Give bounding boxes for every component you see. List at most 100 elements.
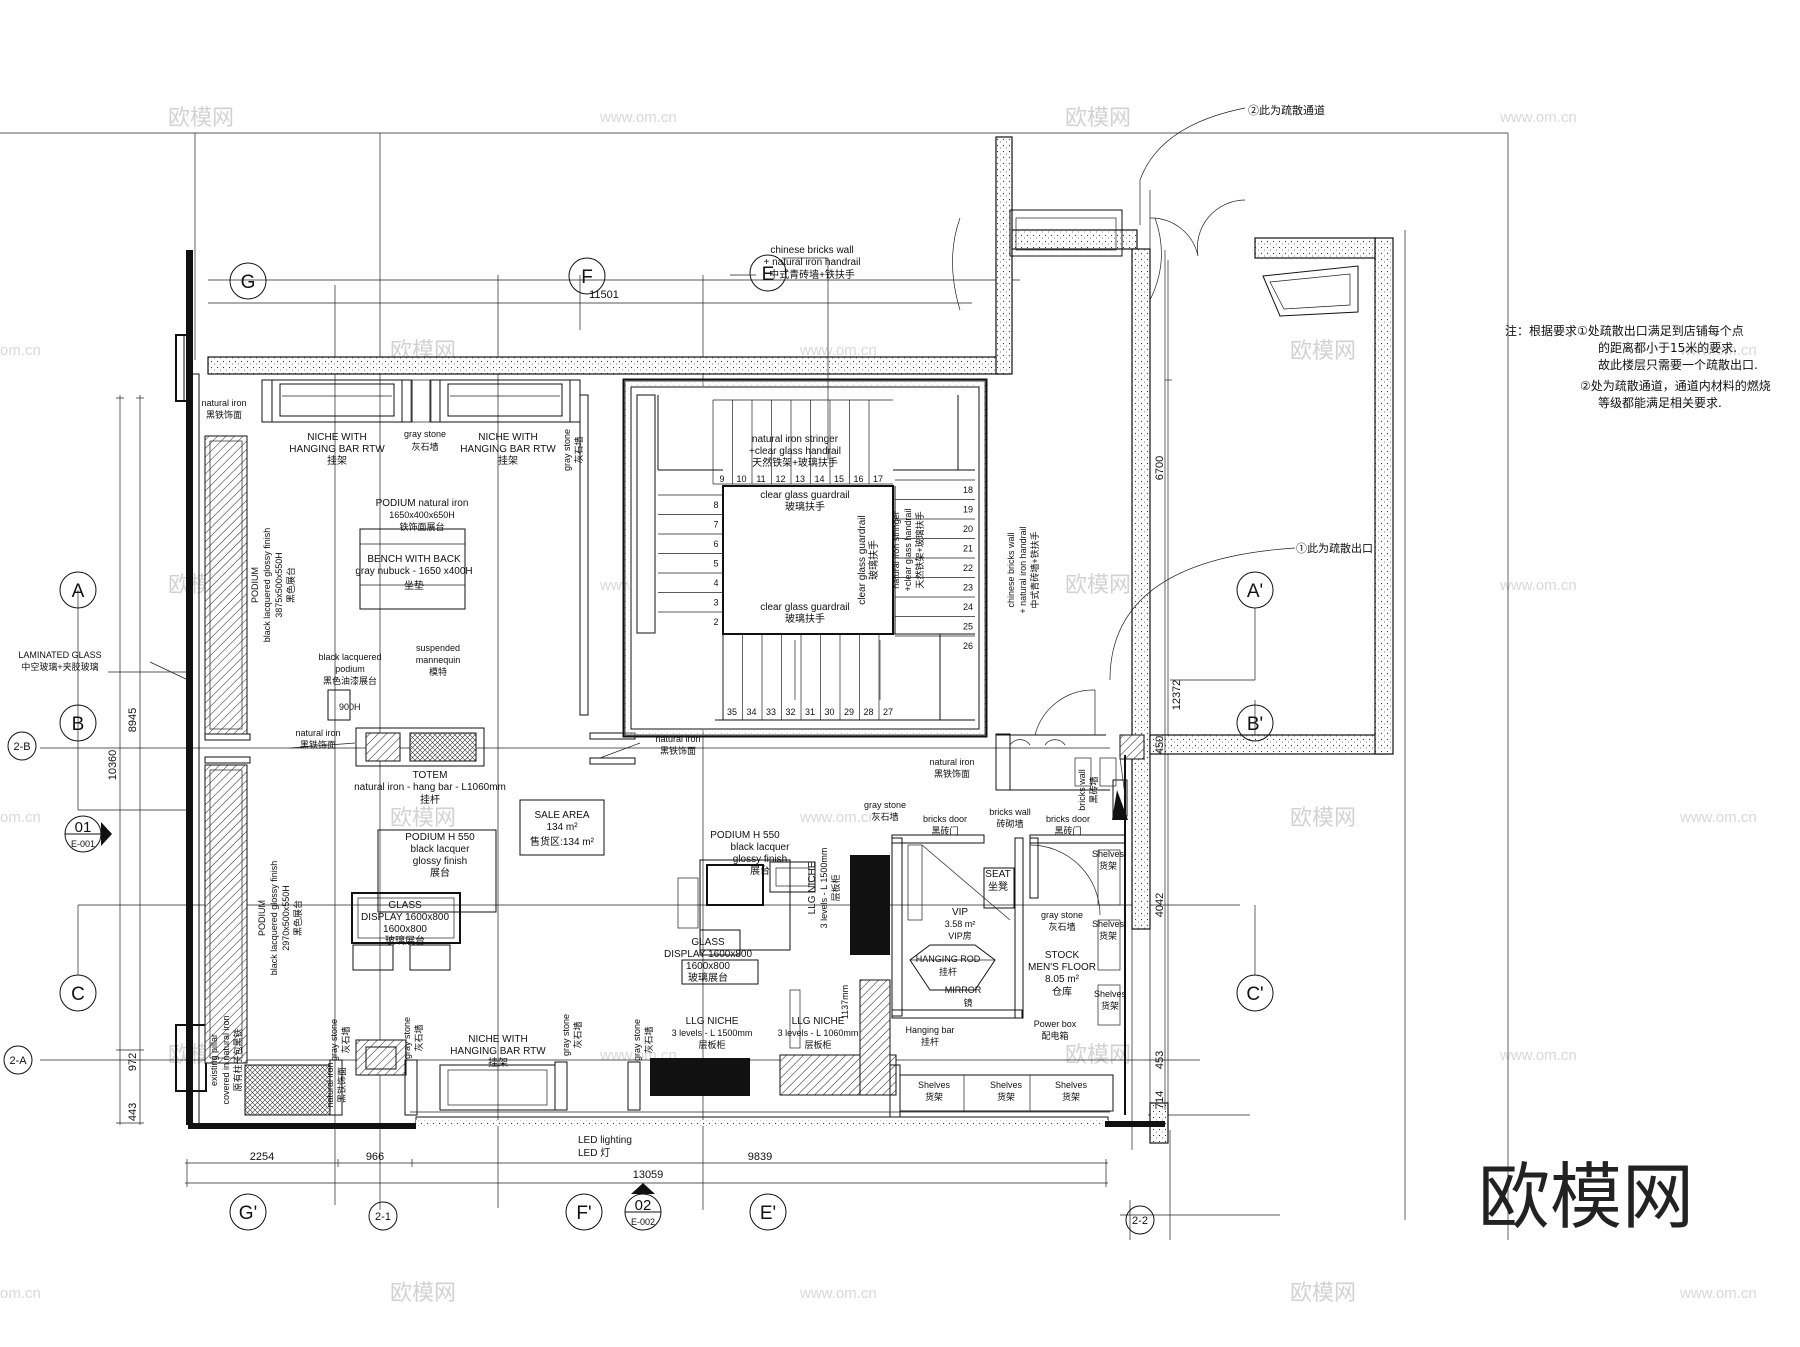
label-podium-2-cn: 黑色展台 xyxy=(292,900,303,936)
label-shelves-a: Shelves xyxy=(1092,849,1125,859)
stair-step-number: 32 xyxy=(785,707,795,717)
label-shelves-e: Shelves xyxy=(990,1080,1023,1090)
label-bench-dim: gray nubuck - 1650 x400H xyxy=(355,566,472,577)
stair-core xyxy=(622,378,988,738)
dim-1137: 1137mm xyxy=(840,985,850,1019)
stair-step-number: 33 xyxy=(766,707,776,717)
grid-label-2-2: 2-2 xyxy=(1132,1215,1148,1227)
grid-bubble-e xyxy=(749,254,787,292)
label-guardrail-3-cn: 玻璃扶手 xyxy=(785,612,825,625)
label-totem: TOTEM xyxy=(413,770,448,781)
leaders xyxy=(149,107,1296,796)
dim-714: 714 xyxy=(1154,1091,1166,1109)
section-ref-01: E-001 xyxy=(71,839,95,849)
label-llg-niche-1-cn: 层板柜 xyxy=(830,874,841,901)
grid-bubble-a xyxy=(59,571,97,609)
label-llg-niche-2: LLG NICHE xyxy=(686,1016,739,1027)
watermark-url: om.cn xyxy=(0,1285,41,1302)
stair-step-number: 35 xyxy=(727,707,737,717)
note-line-1: 注：根据要求①处疏散出口满足到店铺每个点 xyxy=(1505,323,1744,338)
label-chinese-bricks-1: chinese bricks wall xyxy=(770,245,853,256)
label-podium-550a: PODIUM H 550 xyxy=(405,832,475,843)
dim-453: 453 xyxy=(1154,1051,1166,1069)
watermark-url: www.om.cn xyxy=(799,342,877,359)
stair-step-number: 6 xyxy=(713,539,718,549)
dimension-texts: 11501 8945 10360 972 443 2254 966 9839 1… xyxy=(107,289,1183,1181)
dim-13059: 13059 xyxy=(633,1169,664,1181)
label-hanging-rod-cn: 挂杆 xyxy=(939,966,957,977)
dim-450: 450 xyxy=(1154,736,1166,754)
label-vip-cn: VIP房 xyxy=(948,930,972,941)
grid-label-g: G xyxy=(241,272,256,293)
dim-2254: 2254 xyxy=(250,1151,274,1163)
label-shelves-b-cn: 货架 xyxy=(1099,930,1117,941)
label-vip-area: 3.58 m² xyxy=(945,919,976,929)
stair-step-number: 20 xyxy=(963,524,973,534)
dim-8945: 8945 xyxy=(127,708,139,732)
label-niche-2-cn: 挂架 xyxy=(498,454,518,467)
label-guardrail-1: clear glass guardrail xyxy=(760,490,850,501)
brand-watermark: 欧模网 xyxy=(1478,1155,1694,1239)
label-natural-iron-2-cn: 黑铁饰面 xyxy=(300,739,336,750)
dim-6700: 6700 xyxy=(1154,456,1166,480)
label-mirror: MIRROR xyxy=(945,985,982,995)
note-line-3: 故此楼层只需要一个疏散出口. xyxy=(1598,357,1758,372)
watermark-url: www.om.cn xyxy=(1679,342,1757,359)
stair-step-number: 21 xyxy=(963,544,973,554)
dimension-lines xyxy=(116,250,1172,1187)
label-led: LED lighting xyxy=(578,1135,632,1146)
grid-label-b: B xyxy=(72,714,85,735)
dim-9839: 9839 xyxy=(748,1151,772,1163)
label-shelves-f-cn: 货架 xyxy=(1062,1091,1080,1102)
label-gray-stone-8-cn: 灰石墙 xyxy=(340,1026,351,1053)
watermark-text: 欧模网 xyxy=(1290,1280,1356,1305)
label-bench-cn: 坐垫 xyxy=(404,579,424,592)
label-gray-stone-2: gray stone xyxy=(562,429,572,471)
label-niche-3: NICHE WITH xyxy=(468,1034,527,1045)
label-seat-cn: 坐凳 xyxy=(988,881,1008,893)
label-podium-550b-cn: 展台 xyxy=(750,864,770,877)
label-pillar-2: covered in natural iron xyxy=(221,1015,231,1104)
grid-bubble-a-prime xyxy=(1236,571,1274,609)
label-llg-niche-2-cn: 层板柜 xyxy=(698,1039,725,1050)
label-laminated-glass: LAMINATED GLASS xyxy=(18,650,101,660)
grid-label-2b: 2-B xyxy=(13,741,30,753)
label-power-box-cn: 配电箱 xyxy=(1041,1030,1068,1041)
watermark-url: www.om.cn xyxy=(1499,577,1577,594)
label-stringer-2: natural iron stringer xyxy=(891,511,901,589)
label-gray-stone-3-cn: 灰石墙 xyxy=(871,811,898,822)
furniture xyxy=(327,528,890,1049)
label-gray-stone-1-cn: 灰石墙 xyxy=(411,441,438,452)
stair-step-number: 25 xyxy=(963,622,973,632)
label-totem-bar: natural iron - hang bar - L1060mm xyxy=(354,782,506,793)
stair-step-number: 30 xyxy=(824,707,834,717)
label-bricks-wall-1: bricks wall xyxy=(989,807,1031,817)
watermark-text: 欧模网 xyxy=(390,1280,456,1305)
label-gray-stone-7-cn: 灰石墙 xyxy=(643,1026,654,1053)
label-podium-1: PODIUM xyxy=(250,567,260,603)
stair-step-number: 14 xyxy=(814,474,824,484)
dim-10360: 10360 xyxy=(107,750,119,781)
label-glass-2: GLASS xyxy=(691,937,725,948)
label-sale-area-cn: 售货区:134 m² xyxy=(530,835,595,848)
note-line-5: 等级都能满足相关要求. xyxy=(1598,396,1722,410)
grid-bubble-c-prime xyxy=(1236,974,1274,1012)
label-bricks-wall-3: bricks wall xyxy=(1077,769,1087,811)
label-glass-2c: 1600x800 xyxy=(686,961,730,972)
section-number-02: 02 xyxy=(635,1197,652,1214)
label-podium-550b-c: glossy finish xyxy=(733,854,787,865)
dim-966: 966 xyxy=(366,1151,384,1163)
grid-label-2a: 2-A xyxy=(9,1055,27,1067)
label-gray-stone-5-cn: 灰石墙 xyxy=(413,1024,424,1051)
label-bricks-door-2-cn: 黑砖门 xyxy=(1054,825,1081,836)
label-natural-iron-4: natural iron xyxy=(929,757,974,767)
grid-bubble-2b xyxy=(7,731,37,761)
label-llg-niche-3: LLG NICHE xyxy=(792,1016,845,1027)
stair-step-number: 31 xyxy=(805,707,815,717)
grid-bubble-2-2 xyxy=(1125,1205,1155,1235)
watermark-text: 欧模网 xyxy=(168,105,234,130)
grid-label-a-prime: A' xyxy=(1247,581,1263,602)
label-glass-1b: DISPLAY 1600x800 xyxy=(361,912,449,923)
grid-label-e: E xyxy=(762,264,775,285)
